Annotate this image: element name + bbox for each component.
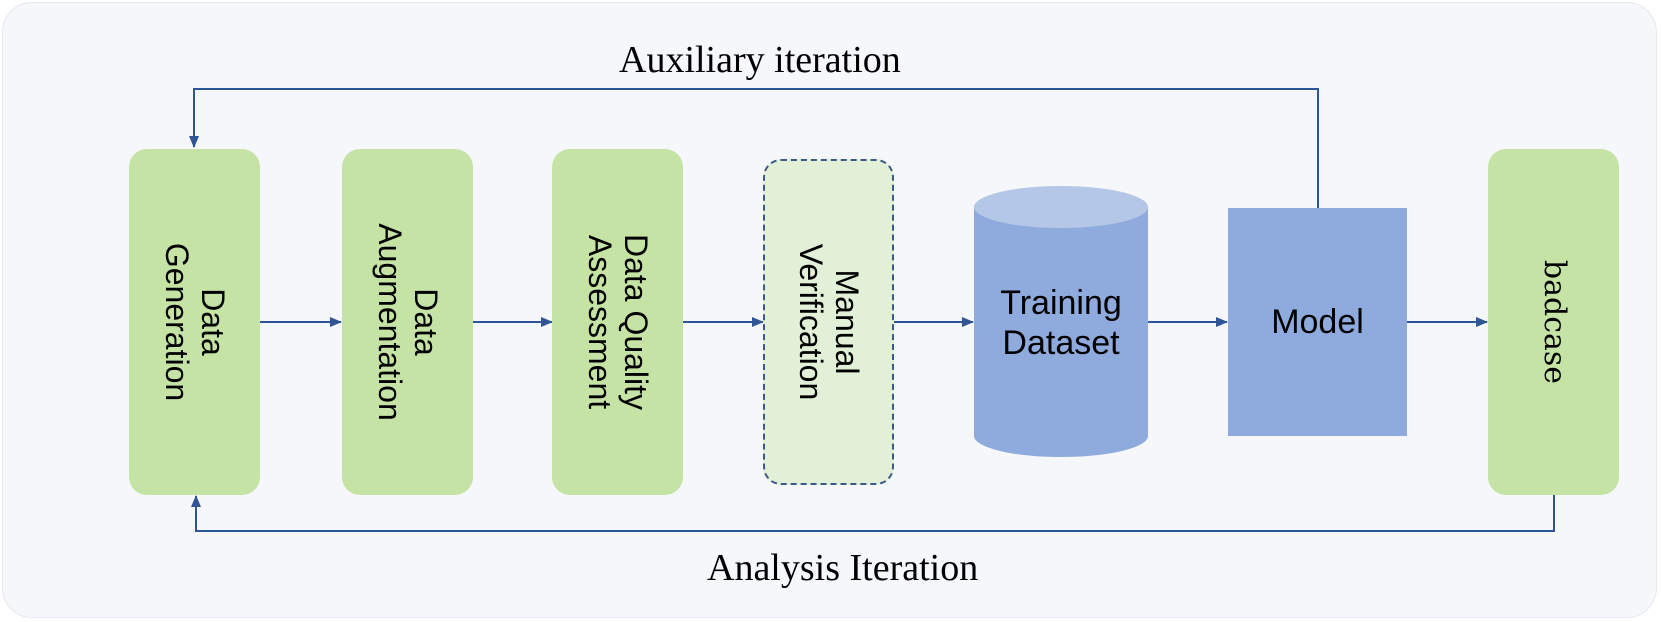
data-quality-assessment-node: Data Quality Assessment bbox=[552, 149, 683, 495]
data-quality-assessment-label: Data Quality Assessment bbox=[581, 233, 654, 411]
badcase-node: badcase bbox=[1488, 149, 1619, 495]
model-label: Model bbox=[1271, 303, 1364, 341]
analysis-iteration-caption: Analysis Iteration bbox=[707, 547, 979, 589]
auxiliary-iteration-loop bbox=[189, 88, 1319, 208]
badcase-label: badcase bbox=[1536, 259, 1572, 385]
data-augmentation-node: Data Augmentation bbox=[342, 149, 473, 495]
auxiliary-iteration-caption: Auxiliary iteration bbox=[619, 39, 901, 81]
data-generation-label: Data Generation bbox=[158, 242, 231, 402]
manual-verification-node: Manual Verification bbox=[763, 159, 894, 485]
model-node: Model bbox=[1228, 208, 1407, 436]
manual-verification-label: Manual Verification bbox=[792, 243, 865, 401]
analysis-iteration-loop bbox=[191, 495, 1555, 532]
data-augmentation-label: Data Augmentation bbox=[371, 223, 444, 421]
data-generation-node: Data Generation bbox=[129, 149, 260, 495]
training-dataset-label: Training Dataset bbox=[1000, 284, 1122, 362]
training-dataset-cylinder bbox=[974, 186, 1148, 457]
